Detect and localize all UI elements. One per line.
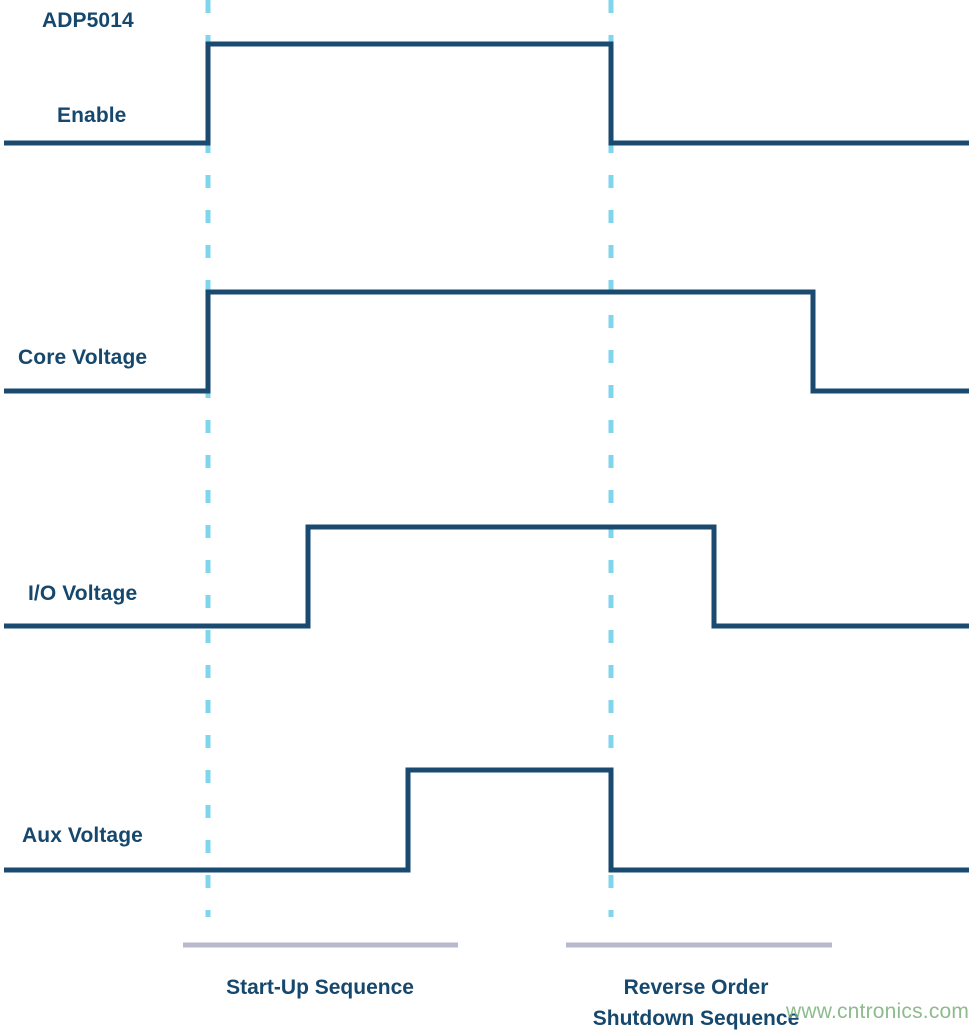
- signal-label-aux-voltage: Aux Voltage: [22, 824, 143, 847]
- signal-label-core-voltage: Core Voltage: [18, 346, 148, 369]
- sequence-caption-line: Shutdown Sequence: [592, 1007, 800, 1030]
- sequence-caption-start-up: Start-Up Sequence: [120, 972, 520, 1003]
- signal-label-io-voltage: I/O Voltage: [28, 582, 138, 605]
- device-title-label: ADP5014: [42, 9, 134, 32]
- waveform-core-voltage: [4, 289, 969, 394]
- signal-label-enable: Enable: [57, 104, 127, 127]
- marker-lines-group: [205, 0, 614, 917]
- sequence-caption-line: Reverse Order: [623, 976, 769, 999]
- waveform-traces-group: [4, 41, 969, 873]
- waveform-aux-voltage: [4, 767, 969, 873]
- waveform-io-voltage: [4, 524, 969, 629]
- watermark-text: www.cntronics.com: [786, 1000, 969, 1023]
- sequence-caption-line: Start-Up Sequence: [226, 976, 414, 999]
- waveform-enable: [4, 41, 969, 146]
